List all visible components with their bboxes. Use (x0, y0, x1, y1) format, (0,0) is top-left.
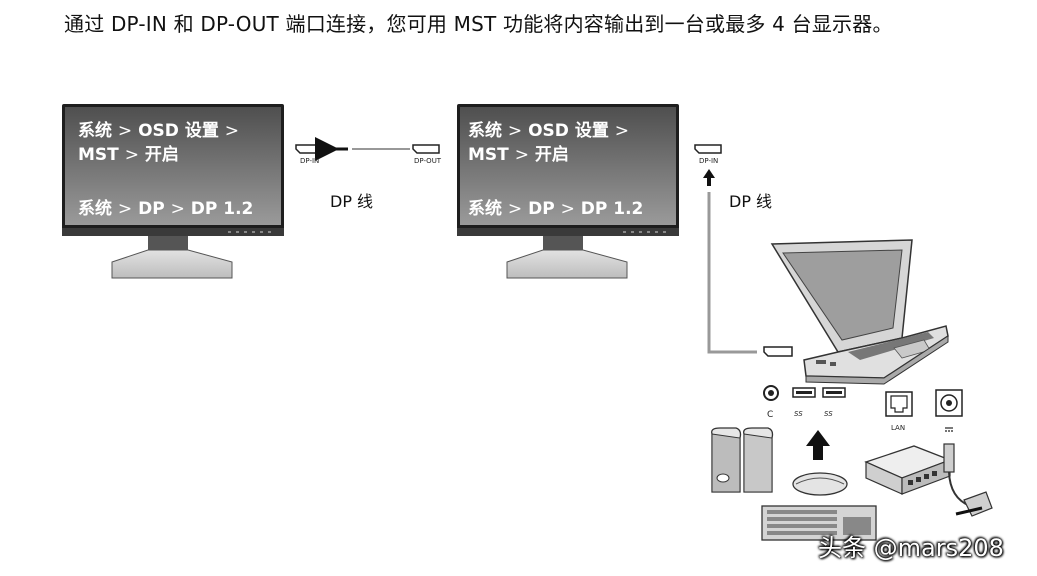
menu-dp12-label: DP 1.2 (190, 199, 254, 219)
menu-system-label: 系统 (78, 199, 112, 219)
laptop-dp-port-icon (763, 346, 793, 357)
separator: > (224, 121, 239, 141)
monitor-1-osd-path: 系统 > OSD 设置 > MST > 开启 (78, 119, 239, 167)
separator: > (117, 121, 133, 141)
dp-out-port-icon (412, 144, 440, 154)
power-adapter-illustration (943, 443, 993, 517)
usb-1-label: SS (794, 410, 803, 418)
usb-port-1-icon (792, 387, 816, 398)
dp-in-port-2-icon (694, 144, 722, 154)
menu-mst-label: MST (468, 145, 509, 165)
menu-system-label: 系统 (468, 199, 502, 219)
menu-mst-label: MST (78, 145, 119, 165)
dp-in-2-label: DP-IN (699, 157, 719, 165)
menu-osd-settings-label: OSD 设置 (138, 121, 219, 141)
menu-system-label: 系统 (468, 121, 502, 141)
monitor-2 (457, 104, 679, 279)
menu-system-label: 系统 (78, 121, 112, 141)
menu-on-label: 开启 (144, 145, 179, 165)
audio-label: C (767, 410, 774, 420)
audio-jack-icon (763, 385, 779, 401)
menu-osd-settings-label: OSD 设置 (528, 121, 609, 141)
menu-dp-label: DP (138, 199, 165, 219)
monitor-2-osd-path: 系统 > OSD 设置 > MST > 开启 (468, 119, 629, 167)
monitor-1 (62, 104, 284, 279)
usb-2-label: SS (824, 410, 833, 418)
intro-paragraph: 通过 DP-IN 和 DP-OUT 端口连接，您可用 MST 功能将内容输出到一… (64, 12, 893, 36)
separator: > (124, 145, 139, 165)
separator: > (514, 145, 529, 165)
lan-port-icon (885, 391, 913, 417)
dp-in-port-1-icon (295, 144, 323, 154)
dp-cable-2 (703, 169, 757, 354)
monitor-2-dp-path: 系统 > DP > DP 1.2 (468, 197, 643, 221)
menu-on-label: 开启 (534, 145, 569, 165)
menu-dp12-label: DP 1.2 (580, 199, 644, 219)
network-hub-illustration (864, 445, 952, 495)
power-jack-icon (935, 389, 963, 432)
separator: > (614, 121, 629, 141)
menu-dp-label: DP (528, 199, 555, 219)
separator: > (117, 199, 133, 219)
mouse-illustration (792, 472, 848, 496)
dp-out-label: DP-OUT (414, 157, 442, 165)
dp-cable-1-label: DP 线 (330, 192, 374, 211)
dp-cable-2-label: DP 线 (729, 192, 773, 211)
separator: > (507, 121, 523, 141)
keyboard-illustration (761, 505, 877, 541)
speakers-illustration (711, 427, 774, 493)
separator: > (560, 199, 575, 219)
separator: > (507, 199, 523, 219)
usb-port-2-icon (822, 387, 846, 398)
laptop-illustration (770, 239, 949, 385)
separator: > (170, 199, 185, 219)
usb-arrow-icon (806, 430, 830, 460)
monitor-1-dp-path: 系统 > DP > DP 1.2 (78, 197, 253, 221)
dp-in-1-label: DP-IN (300, 157, 320, 165)
watermark: 头条 @mars208 (818, 534, 1004, 562)
lan-label: LAN (891, 424, 906, 432)
